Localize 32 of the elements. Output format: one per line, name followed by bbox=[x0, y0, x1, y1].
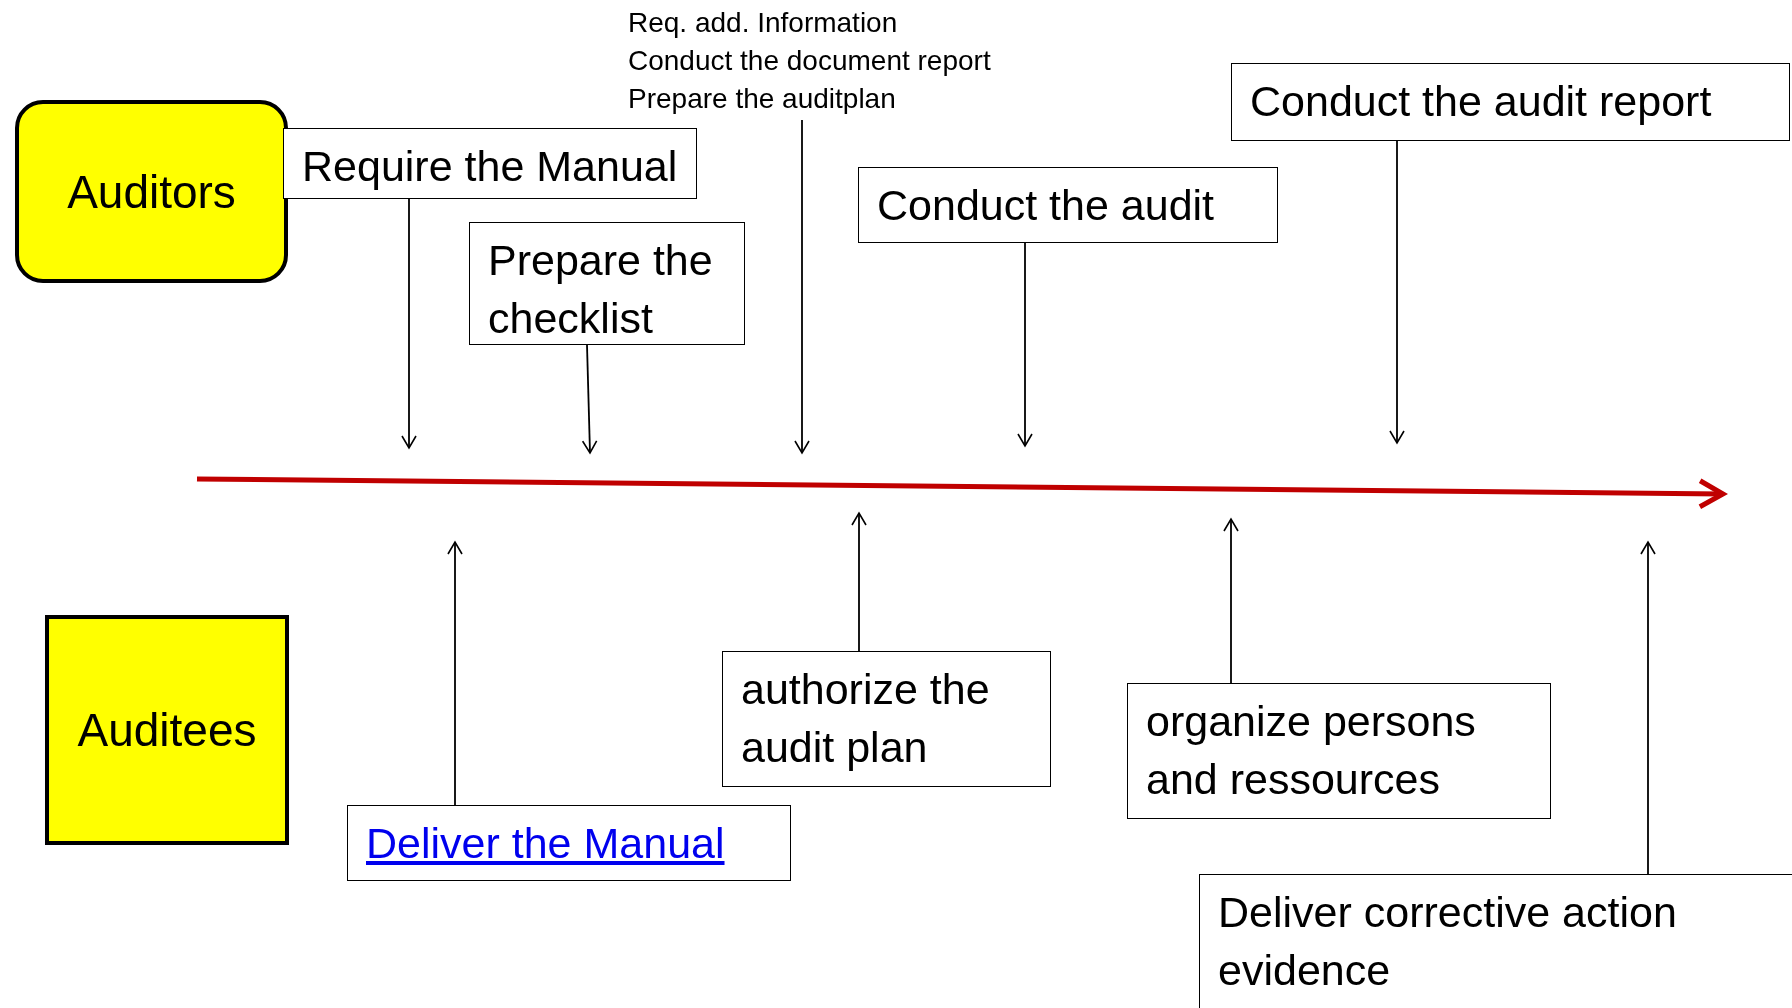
step-text: Require the Manual bbox=[302, 142, 678, 190]
actor-label: Auditors bbox=[67, 164, 236, 219]
step-box bbox=[722, 651, 1051, 787]
arrow bbox=[1640, 541, 1656, 875]
actor-label: Auditees bbox=[77, 703, 257, 757]
step-text: authorize the audit plan bbox=[741, 665, 990, 771]
step-text: Conduct the audit bbox=[877, 181, 1215, 229]
arrow bbox=[1223, 518, 1239, 684]
note-text: Prepare the auditplan bbox=[628, 82, 896, 116]
step-text: organize persons and ressources bbox=[1146, 697, 1476, 803]
note-text: Req. add. Information bbox=[628, 6, 898, 40]
step-box bbox=[858, 167, 1278, 243]
step-box bbox=[283, 128, 697, 199]
arrow bbox=[1389, 140, 1405, 444]
step-text: Prepare the checklist bbox=[488, 236, 713, 342]
step-box bbox=[469, 222, 745, 345]
step-text: Conduct the audit report bbox=[1250, 77, 1712, 125]
actor-box bbox=[15, 100, 288, 283]
step-text: Deliver corrective action evidence bbox=[1218, 888, 1677, 994]
step-box bbox=[1199, 874, 1792, 1008]
actor-box bbox=[45, 615, 289, 845]
step-box bbox=[1127, 683, 1551, 819]
link: Deliver the Manual bbox=[366, 819, 725, 867]
step-box bbox=[347, 805, 791, 881]
note-text: Conduct the document report bbox=[628, 44, 991, 78]
arrow bbox=[447, 541, 463, 806]
arrow bbox=[851, 512, 867, 652]
arrow bbox=[794, 119, 810, 454]
arrow bbox=[581, 344, 598, 454]
arrow bbox=[401, 198, 417, 449]
step-box bbox=[1231, 63, 1790, 141]
arrow bbox=[1017, 242, 1033, 447]
